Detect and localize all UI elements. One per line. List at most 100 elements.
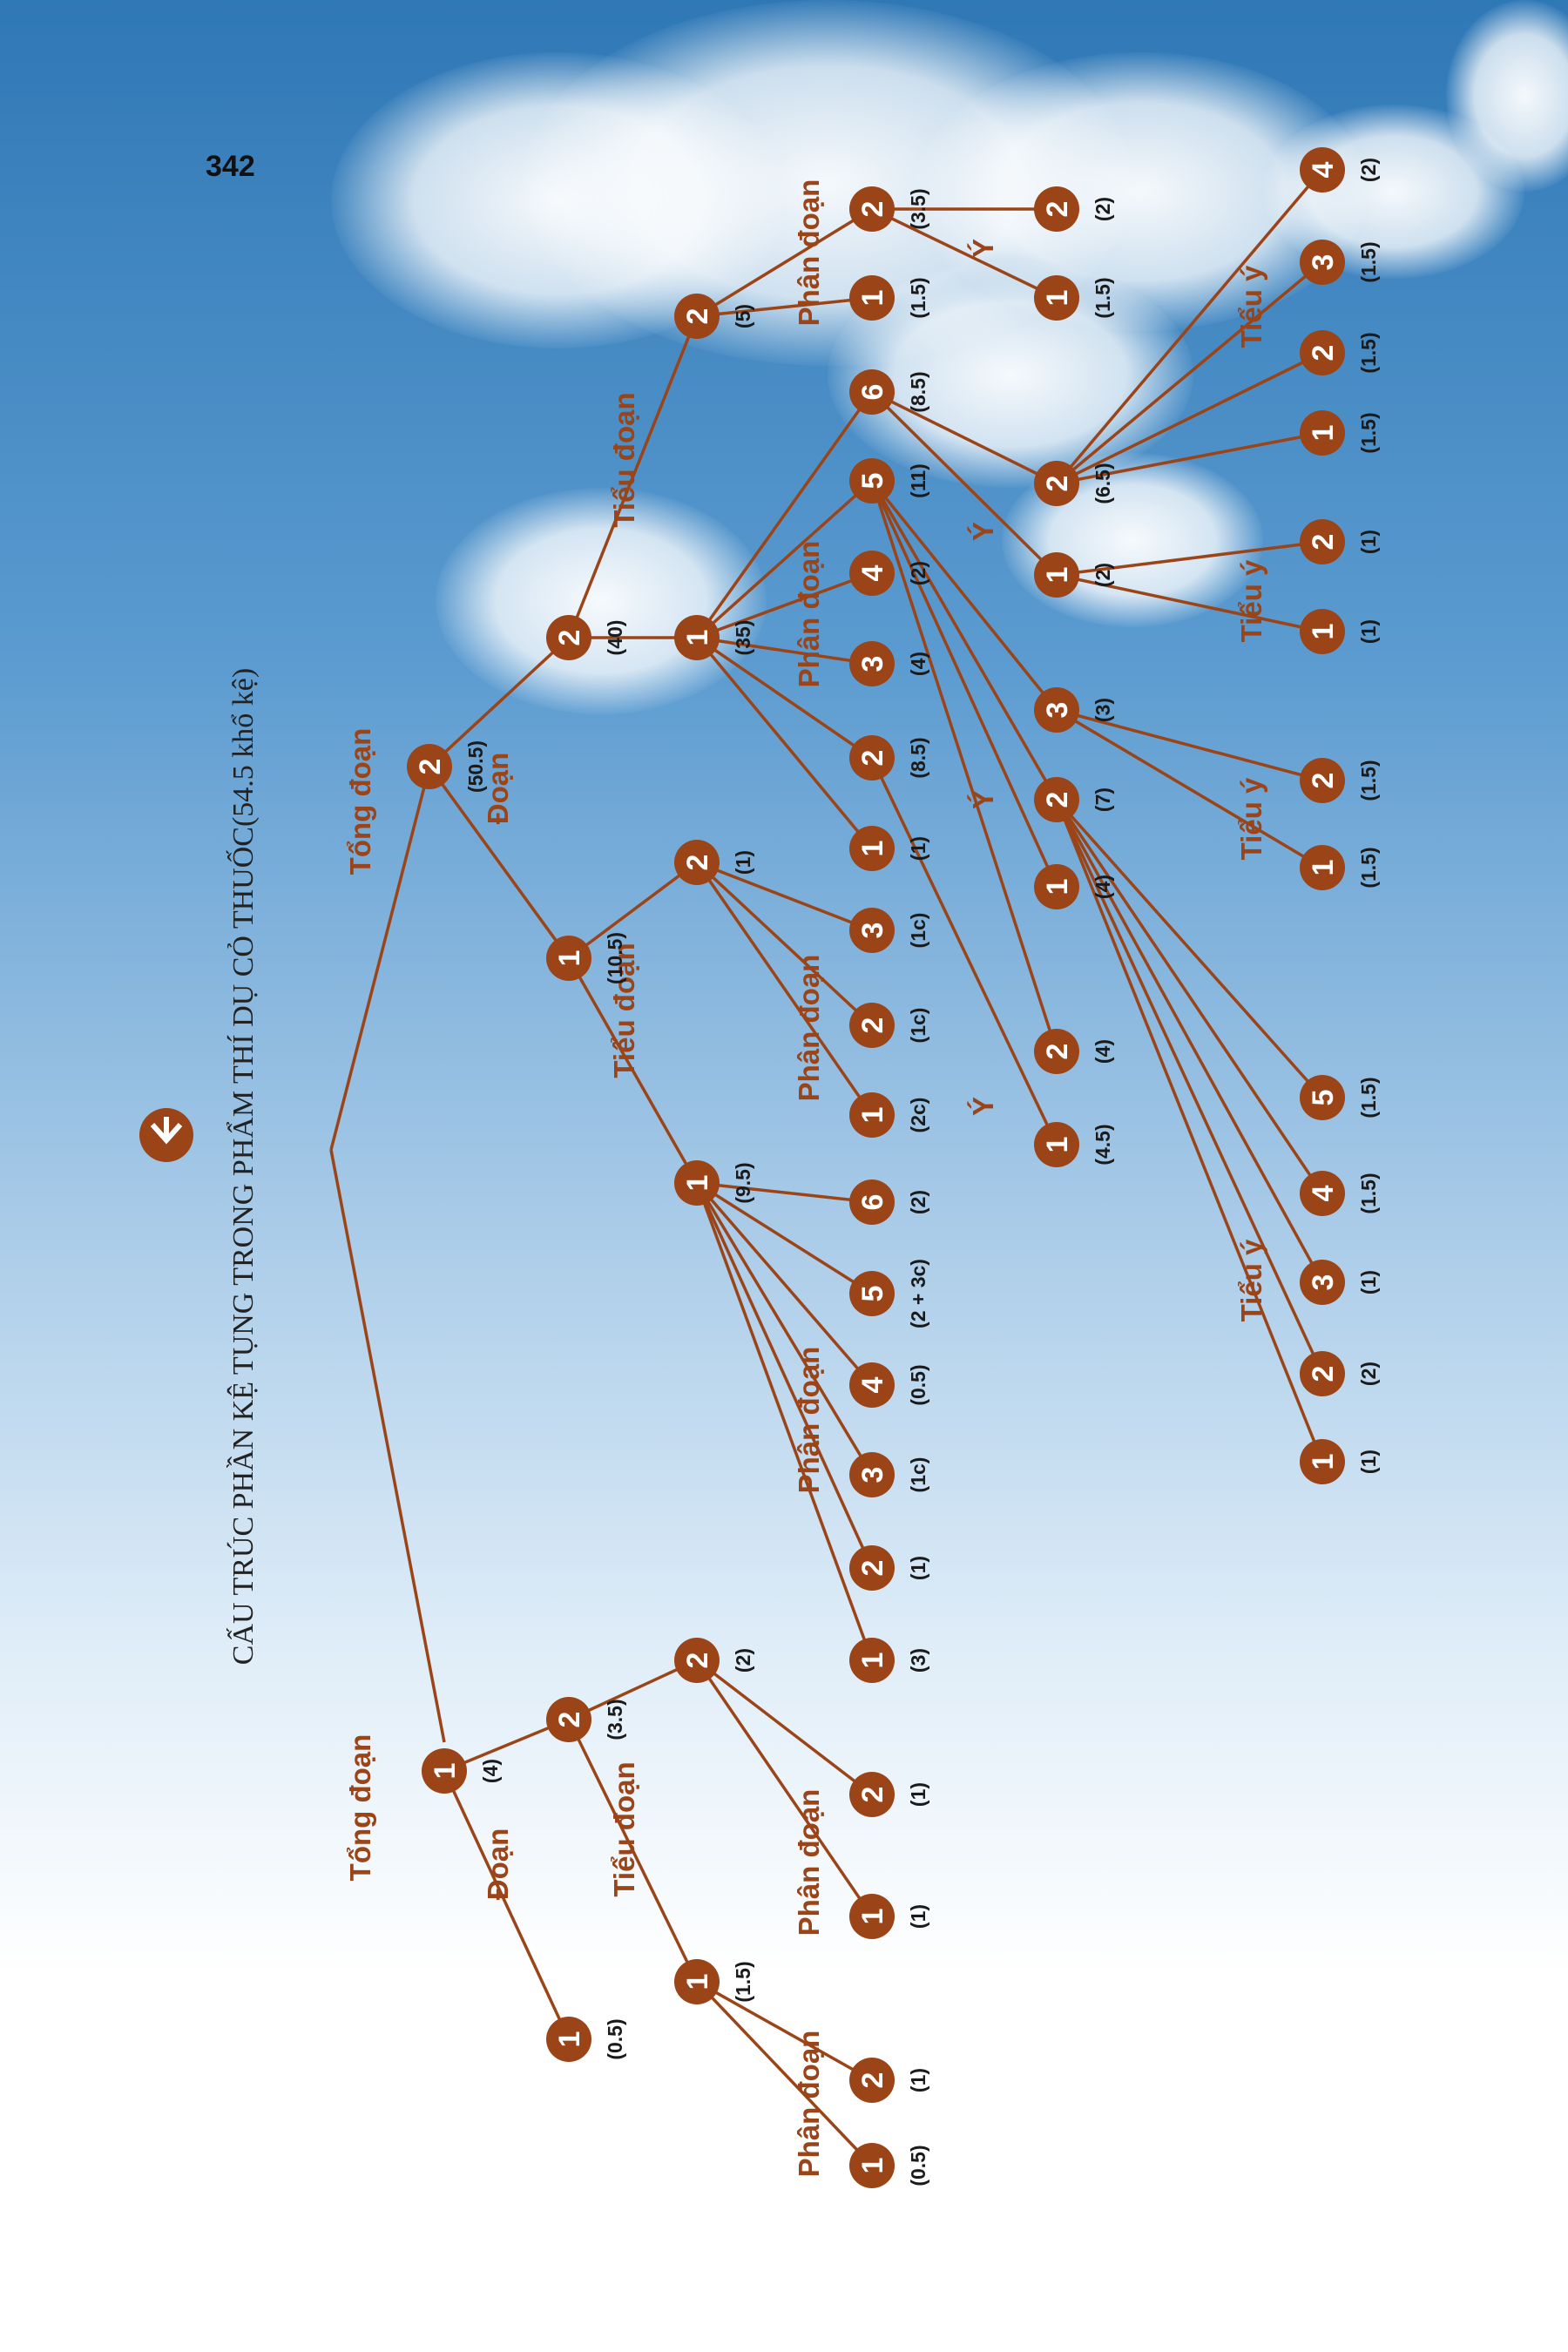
node-number: 4 — [1307, 1185, 1340, 1201]
node-value: (2c) — [907, 1098, 929, 1133]
node-number: 2 — [1307, 345, 1340, 362]
tree-edge — [568, 1659, 698, 1721]
node-circle — [849, 1179, 895, 1225]
node-value: (3.5) — [907, 188, 929, 229]
node-number: 2 — [1307, 1366, 1340, 1382]
node-value: (1) — [907, 1904, 929, 1929]
tree-node: 1(10.5) — [546, 932, 626, 984]
node-value: (1) — [907, 836, 929, 861]
node-number: 5 — [1307, 1090, 1340, 1106]
node-number: 2 — [681, 855, 714, 871]
node-number: 3 — [856, 1467, 889, 1484]
node-value: (5) — [732, 304, 754, 328]
tree-node: 2 (1.5) — [1300, 330, 1380, 375]
tree-node: 1(1.5) — [674, 1959, 754, 2004]
node-value: (2) — [732, 1648, 754, 1673]
node-number: 6 — [856, 1194, 889, 1211]
node-value: (2) — [1092, 563, 1114, 587]
node-value: (1.5) — [1357, 1077, 1380, 1118]
node-number: 1 — [1041, 1137, 1074, 1153]
node-circle — [849, 275, 895, 321]
node-number: 6 — [856, 384, 889, 401]
node-circle — [849, 735, 895, 781]
node-circle — [1300, 1075, 1345, 1120]
tree-edge — [871, 390, 1058, 485]
node-circle — [674, 615, 720, 660]
node-value: (0.5) — [907, 2145, 929, 2186]
node-value: (0.5) — [604, 2018, 626, 2059]
node-circle — [1034, 864, 1079, 909]
tree-node: 1(4) — [1034, 864, 1114, 909]
node-circle — [1034, 777, 1079, 822]
node-circle — [849, 1003, 895, 1048]
node-circle — [1034, 1122, 1079, 1167]
node-value: (2) — [907, 1190, 929, 1214]
node-value: (1) — [1357, 1450, 1380, 1474]
node-number: 1 — [681, 1974, 714, 1990]
tree-node: 3(1) — [1300, 1260, 1380, 1305]
tree-edge — [1055, 260, 1324, 485]
node-number: 2 — [856, 1017, 889, 1034]
cloud — [1446, 0, 1568, 192]
tree-node: 6 (2) — [849, 1179, 929, 1225]
node-circle — [849, 908, 895, 953]
tree-node: 2(8.5) — [849, 735, 929, 781]
node-circle — [1034, 1029, 1079, 1074]
node-value: (1c) — [907, 913, 929, 949]
node-number: 1 — [856, 290, 889, 307]
node-number: 4 — [856, 564, 889, 581]
node-value: (1) — [907, 1556, 929, 1580]
tree-node: 1(2c) — [849, 1092, 929, 1138]
tree-edge — [1056, 431, 1323, 485]
node-value: (1.5) — [1357, 332, 1380, 373]
node-number: 2 — [553, 630, 586, 646]
node-number: 1 — [1307, 860, 1340, 876]
level-label: Ý — [967, 790, 999, 809]
node-number: 1 — [856, 1652, 889, 1669]
tree-node: 5 (1.5) — [1300, 1075, 1380, 1120]
level-label: Tiểu đoạn — [608, 392, 640, 527]
node-number: 1 — [681, 1175, 714, 1192]
level-label: Tiểu đoạn — [608, 943, 640, 1078]
node-number: 2 — [856, 1787, 889, 1803]
tree-edge — [871, 207, 1058, 300]
tree-node: 1(1.5) — [1300, 845, 1380, 890]
node-circle — [1300, 519, 1345, 564]
node-circle — [1034, 461, 1079, 506]
node-circle — [849, 1772, 895, 1817]
tree-node: 1(0.5) — [546, 2017, 626, 2062]
tree-edge — [695, 1980, 874, 2167]
level-label: Đoạn — [482, 1828, 514, 1901]
node-number: 1 — [1307, 425, 1340, 442]
tree-node: 2(4) — [1034, 1029, 1114, 1074]
tree-node: 2(2) — [1300, 1351, 1380, 1396]
tree-edge — [870, 757, 1058, 1146]
tree-edge — [696, 1181, 873, 1204]
node-value: (1) — [907, 1782, 929, 1807]
node-number: 2 — [856, 750, 889, 767]
tree-node: 2(3.5) — [546, 1697, 626, 1742]
tree-edge — [696, 861, 873, 932]
node-circle — [849, 458, 895, 504]
node-value: (11) — [907, 463, 929, 498]
tree-node: 1(2) — [1034, 552, 1114, 598]
tree-node: 2(7) — [1034, 777, 1114, 822]
tree-node: 1 (9.5) — [674, 1160, 754, 1206]
tree-edge — [696, 207, 873, 318]
node-value: (2) — [1357, 158, 1380, 182]
node-number: 3 — [856, 656, 889, 672]
level-label: Tiểu đoạn — [608, 1761, 640, 1896]
node-circle — [1034, 687, 1079, 733]
tree-edge — [870, 479, 1058, 712]
tree-node: 2(1c) — [849, 1003, 929, 1048]
level-label: Phân đoạn — [793, 955, 825, 1102]
tree-edge — [443, 1770, 571, 2040]
node-value: (1) — [907, 2068, 929, 2092]
node-circle — [849, 1271, 895, 1316]
tree-edge — [696, 296, 873, 318]
node-value: (9.5) — [732, 1162, 754, 1203]
node-number: 2 — [1041, 201, 1074, 218]
node-circle — [1300, 1439, 1345, 1484]
node-number: 3 — [1307, 254, 1340, 271]
node-number: 5 — [856, 473, 889, 490]
